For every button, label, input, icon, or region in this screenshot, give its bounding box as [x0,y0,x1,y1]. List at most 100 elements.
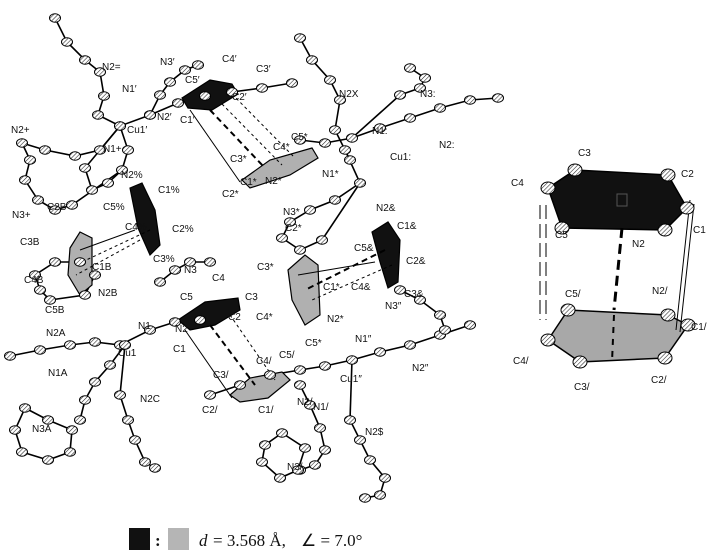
detail-atom-11 [572,355,588,369]
ring-grey-top [241,147,319,189]
packing-bond-17 [399,289,446,331]
packing-atom-47 [492,93,504,103]
packing-atom-75 [169,317,181,327]
detail-label-r-c1: C1 [693,225,706,236]
packing-atom-56 [276,233,288,243]
detail-label-r-c2-sl: C2/ [651,375,667,386]
packing-atom-45 [434,103,446,113]
packing-atom-123 [49,257,61,267]
packing-atom-49 [414,83,426,93]
packing-atom-13 [79,55,91,65]
packing-atom-80 [79,395,91,405]
atom-label-c4-star-69: C4* [256,312,273,323]
legend-distance: = 3.568 Å, [213,531,286,550]
packing-atom-114 [434,310,446,320]
ring-stack-shapes [539,163,696,369]
atom-label-n1-plus-11: N1+ [103,144,122,155]
packing-atom-122 [29,270,41,280]
detail-atom-9 [680,318,696,332]
packing-atom-37 [329,125,341,135]
atom-label-n2a-25: N2A [46,328,66,339]
detail-label-r-c3-sl: C3/ [574,382,590,393]
legend-dark-swatch [129,528,150,550]
detail-label-r-c5-sl: C5/ [565,289,581,300]
packing-atom-57 [294,245,306,255]
centroid-distance-line [612,227,624,311]
detail-atom-3 [679,201,695,215]
atom-label-n2-dq-73: N2″ [412,363,429,374]
packing-atom-42 [346,133,358,143]
packing-contact-5 [304,249,386,291]
ring-dark-right [371,221,401,289]
packing-atom-82 [114,390,126,400]
packing-atoms [4,13,504,503]
legend-grey-swatch [168,528,189,550]
atom-label-c2-31: C2 [228,312,241,323]
ring-grey-right [287,254,321,326]
packing-atom-2 [69,151,81,161]
detail-atom-10 [657,351,673,365]
ring-dark-left [129,182,161,257]
packing-atom-85 [139,457,151,467]
atom-label-c5-pct-14: C5% [103,202,125,213]
packing-atom-111 [299,443,311,453]
packing-atom-102 [364,455,376,465]
atom-label-c2-star-66: C2* [285,223,302,234]
packing-atom-109 [274,473,286,483]
packing-atom-121 [34,285,46,295]
packing-atom-94 [294,380,306,390]
packing-atom-12 [61,37,73,47]
packing-atom-124 [74,257,86,267]
packing-atom-36 [334,95,346,105]
packing-atom-35 [324,75,336,85]
atom-label-c1b-21: C1B [92,262,112,273]
side-contact-line-0 [675,199,691,331]
packing-atom-43 [374,123,386,133]
packing-atom-98 [309,460,321,470]
packing-atom-76 [194,315,206,325]
detail-atom-8 [660,308,676,322]
legend-angle: ∠ = 7.0° [301,531,362,550]
packing-atom-30 [164,77,176,87]
detail-label-r-n2: N2 [632,239,645,250]
atom-label-n2b-24: N2B [98,288,118,299]
detail-atom-1 [567,163,583,177]
packing-atom-16 [92,110,104,120]
detail-label-r-c2: C2 [681,169,694,180]
atom-label-n3-sl-45: N3/ [287,462,303,473]
packing-atom-44 [404,113,416,123]
packing-atom-97 [319,445,331,455]
atom-label-cu1-p-9: Cu1′ [127,125,147,136]
detail-atom-2 [660,168,676,182]
packing-atom-0 [16,138,28,148]
detail-atom-5 [554,221,570,235]
legend-colon: : [155,531,161,550]
packing-bond-6 [299,97,499,144]
packing-atom-27 [24,155,36,165]
packing-atom-48 [394,90,406,100]
atom-label-n2-amp-59: N2& [376,203,396,214]
packing-atom-103 [379,473,391,483]
atom-label-n1-col-56: N1: [372,126,388,137]
packing-atom-21 [86,185,98,195]
packing-atom-100 [344,415,356,425]
packing-atom-50 [419,73,431,83]
packing-atom-87 [19,403,31,413]
atom-label-n3a-37: N3A [32,424,52,435]
packing-atom-15 [98,91,110,101]
atom-label-c3-sl-39: C3/ [213,370,229,381]
atom-label-c3-star-67: C3* [257,262,274,273]
packing-atom-89 [16,447,28,457]
ring-dark-bottom [176,297,241,331]
atom-label-n1-28: N1 [138,321,151,332]
packing-atom-60 [234,380,246,390]
atom-label-n3-dq-65: N3″ [385,301,402,312]
atom-label-c5-star-51: C5* [291,132,308,143]
detail-label-r-n2-sl: N2/ [652,286,668,297]
packing-atom-40 [294,135,306,145]
packing-atom-69 [4,351,16,361]
packing-atom-64 [346,355,358,365]
packing-atom-38 [339,145,351,155]
